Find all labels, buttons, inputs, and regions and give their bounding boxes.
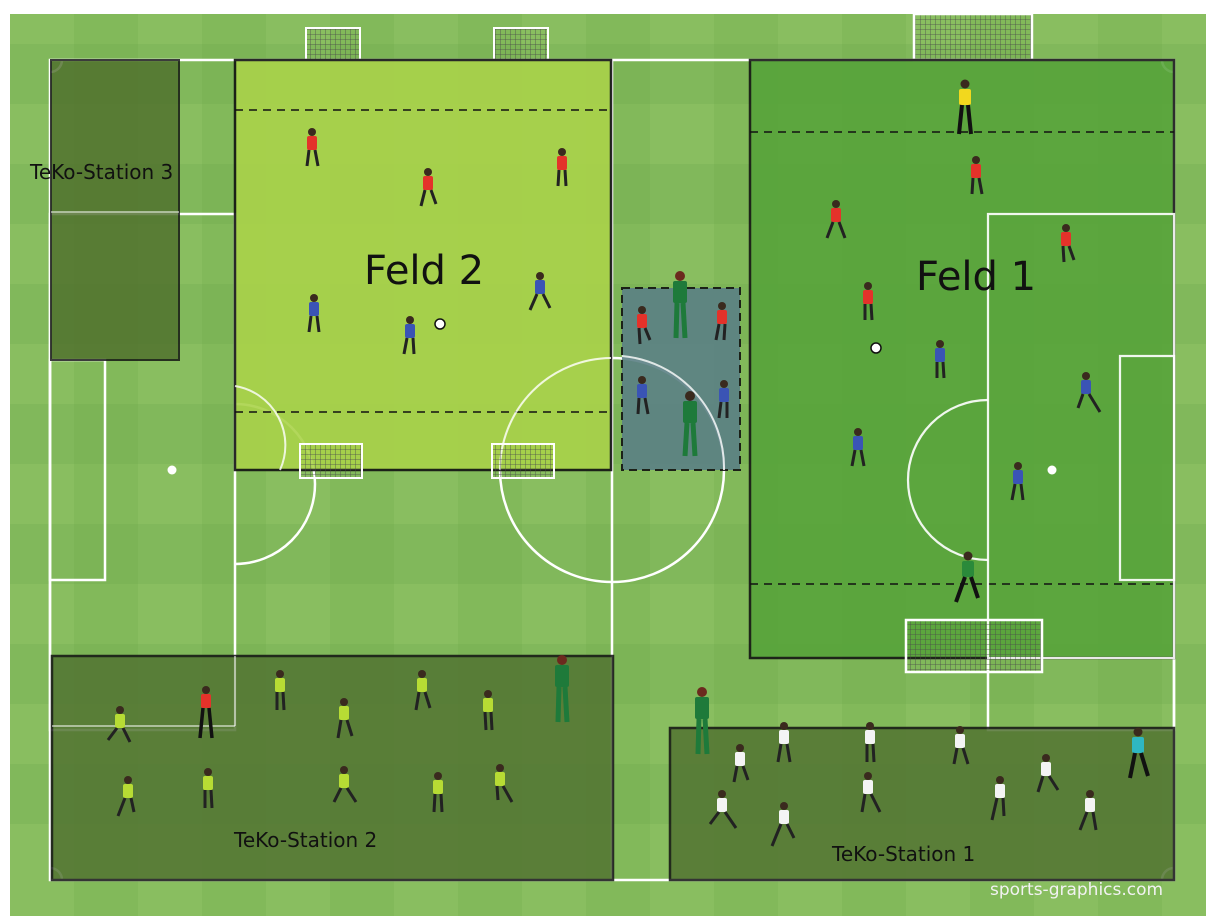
station-2-label: TeKo-Station 2 bbox=[234, 828, 377, 852]
station-1-label: TeKo-Station 1 bbox=[832, 842, 975, 866]
station-3-zone bbox=[51, 60, 179, 360]
ball bbox=[871, 343, 881, 353]
ball bbox=[435, 319, 445, 329]
pitch-drawing bbox=[10, 14, 1206, 916]
feld-2-label: Feld 2 bbox=[364, 248, 484, 294]
credit-watermark: sports-graphics.com bbox=[990, 880, 1163, 900]
soccer-pitch: Feld 2 Feld 1 TeKo-Station 3 TeKo-Statio… bbox=[10, 14, 1206, 916]
left-penalty-spot bbox=[168, 466, 177, 475]
station-3-label: TeKo-Station 3 bbox=[30, 160, 173, 184]
feld-1-label: Feld 1 bbox=[916, 254, 1036, 300]
